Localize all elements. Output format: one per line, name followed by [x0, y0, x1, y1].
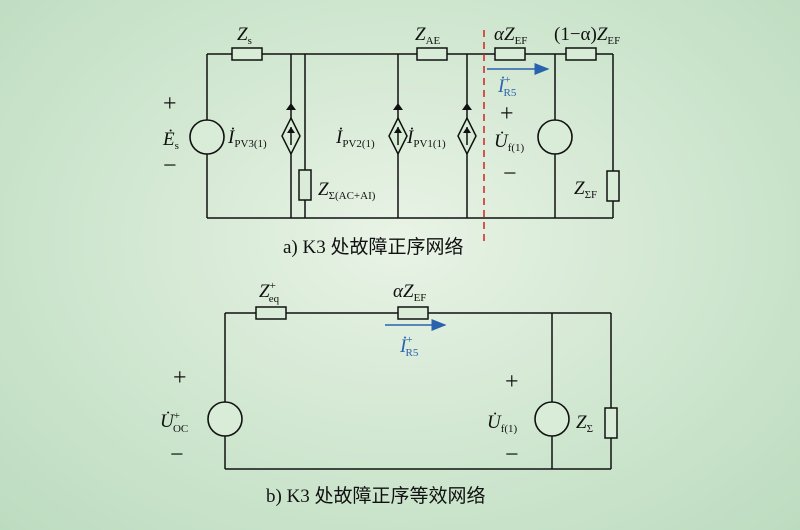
es-minus-sign: −: [163, 153, 177, 179]
es-label: Ės: [162, 129, 179, 152]
uoc-label: U̇+OC: [160, 410, 188, 435]
current-source-direction-arrows: [286, 103, 472, 133]
zeq-resistor: [255, 306, 287, 320]
ipv1-label: İPV1(1): [406, 127, 446, 150]
pv3-arrow-icon: [286, 103, 296, 110]
current-sources-a: [281, 116, 477, 156]
zsf-resistor: [606, 170, 620, 202]
zeq-label: Z+eq: [259, 280, 280, 305]
uf-voltage-source-a: [537, 119, 573, 155]
uoc-voltage-source: [207, 401, 243, 437]
ipv2-label: İPV2(1): [335, 127, 375, 150]
uoc-plus-sign: +: [173, 365, 187, 391]
zsigma-label: ZΣ: [576, 412, 593, 435]
caption-a: a) K3 处故障正序网络: [283, 236, 463, 258]
zsigma-acai-resistor: [298, 169, 312, 201]
alpha-zef-resistor-b: [397, 306, 429, 320]
pv2-arrow-icon: [393, 103, 403, 110]
caption-b: b) K3 处故障正序等效网络: [266, 485, 486, 507]
uf-plus-sign-b: +: [505, 369, 519, 395]
one-minus-alpha-zef-label: (1−α)ZEF: [554, 24, 620, 47]
network-b: [224, 312, 612, 470]
zae-label: ZAE: [415, 24, 441, 47]
es-voltage-source: [189, 119, 225, 155]
zs-label: Zs: [237, 24, 252, 47]
alpha-zef-label-a: αZEF: [494, 24, 527, 47]
uf-label-a: U̇f(1): [494, 130, 525, 154]
ir5-label-a: İ+R5: [497, 74, 517, 99]
pv1-arrow-icon: [462, 103, 472, 110]
zs-resistor: [231, 47, 263, 61]
zae-resistor: [416, 47, 448, 61]
uf-minus-sign-b: −: [505, 442, 519, 468]
uf-plus-sign-a: +: [500, 101, 514, 127]
zsigma-resistor: [604, 407, 618, 439]
ipv3-label: İPV3(1): [227, 127, 267, 150]
uf-minus-sign-a: −: [503, 161, 517, 187]
uoc-minus-sign: −: [170, 442, 184, 468]
es-plus-sign: +: [163, 91, 177, 117]
zsigma-acai-label: ZΣ(AC+AI): [318, 179, 376, 202]
zsf-label: ZΣF: [574, 178, 597, 201]
alpha-zef-resistor-a: [494, 47, 526, 61]
alpha-zef-label-b: αZEF: [393, 281, 426, 304]
uf-label-b: U̇f(1): [487, 411, 518, 435]
uf-voltage-source-b: [534, 401, 570, 437]
ir5-label-b: İ+R5: [399, 334, 419, 359]
one-minus-alpha-zef-resistor: [565, 47, 597, 61]
